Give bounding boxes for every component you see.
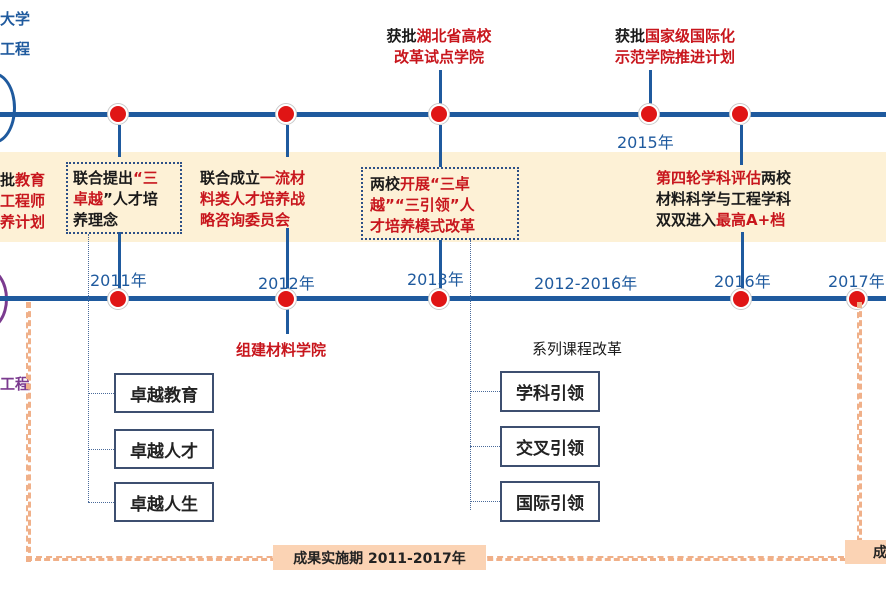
year-2016: 2016年 [714,272,771,291]
dot-lower-2012 [276,289,296,309]
dot-upper-2015 [639,104,659,124]
box-zhuoyue-talent: 卓越人才 [114,429,214,469]
dot-upper-2013 [429,104,449,124]
implementation-period-right: 成 [845,540,886,564]
e2013-l2: 越”“三引领”人 [370,196,475,214]
e2012-l1a: 联合成立 [200,169,261,187]
logo-top-line1: 大学 [0,10,31,28]
hubei-red2: 改革试点学院 [393,48,484,66]
e2016-l1b: 两校 [761,169,792,187]
box-international-lead: 国际引领 [500,481,600,522]
connector-national [649,70,652,110]
connector-lower-2012 [286,228,289,296]
e2012-l3: 略咨询委员会 [200,211,291,229]
connector-lower-2011 [118,232,121,296]
box-cross-lead: 交叉引领 [500,426,600,467]
event-2013-text: 两校开展“三卓 越”“三引领”人 才培养模式改革 [370,174,518,237]
year-2012: 2012年 [258,274,315,293]
year-2017: 2017年 [828,272,885,291]
dotline-zhuoyue-2 [88,449,114,450]
e2012-l1b: 一流材 [260,169,306,187]
box-discipline-lead: 学科引领 [500,371,600,412]
hubei-red1: 湖北省高校 [416,27,492,45]
left-edge-event: 批教育 工程师 养计划 [0,170,45,233]
dot-lower-2011 [108,289,128,309]
e2011-l1b: “三 [133,169,158,187]
label-college-founded: 组建材料学院 [236,341,327,359]
dot-lower-2016 [731,289,751,309]
connector-upper-2013 [439,125,442,167]
implementation-period-label: 成果实施期 2011-2017年 [273,545,486,570]
dotline-yinling-2 [470,446,500,447]
box-zhuoyue-life: 卓越人生 [114,482,214,522]
dotline-yinling-3 [470,501,500,502]
dot-upper-2016 [730,104,750,124]
e2013-l3: 才培养模式改革 [370,217,476,235]
left-edge-line1-red: 教育 [15,171,46,189]
event-2011-box [66,162,182,234]
e2016-l3b: 最高A+档 [716,211,786,229]
event-2016-text: 第四轮学科评估两校 材料科学与工程学科 双双进入最高A+档 [656,168,826,231]
e2011-l1a: 联合提出 [73,169,134,187]
dotline-zhuoyue-1 [88,393,114,394]
left-edge-line1-prefix: 批 [0,171,16,189]
national-prefix: 获批 [614,27,645,45]
dotline-zhuoyue-3 [88,502,114,503]
dotline-yinling-vertical [470,240,471,510]
implementation-frame-right [857,302,862,562]
connector-upper-2016 [740,125,743,165]
left-edge-line2: 工程师 [0,192,46,210]
national-red1: 国家级国际化 [645,27,736,45]
year-2015: 2015年 [617,133,674,152]
e2011-l2b: ”人才培 [103,190,158,208]
logo-top-text: 大学 工程 [0,4,30,64]
dot-upper-2012 [276,104,296,124]
event-national-demo: 获批国家级国际化 示范学院推进计划 [595,26,755,68]
e2013-l1b: 开展“三卓 [400,175,470,193]
e2011-l2a: 卓越 [73,190,104,208]
connector-college [286,308,289,334]
university-emblem-top-icon [0,72,16,144]
year-2012-2016: 2012-2016年 [534,274,638,293]
hubei-prefix: 获批 [386,27,417,45]
implementation-frame-left [26,302,31,562]
year-2011: 2011年 [90,271,147,290]
dot-upper-2011 [108,104,128,124]
national-red2: 示范学院推进计划 [614,48,735,66]
event-2011-text: 联合提出“三 卓越”人才培 养理念 [73,168,183,231]
dotline-yinling-1 [470,391,500,392]
event-2012-text: 联合成立一流材 料类人才培养战 略咨询委员会 [200,168,330,231]
label-course-reform: 系列课程改革 [532,340,623,358]
connector-upper-2012 [286,125,289,157]
connector-lower-2013 [439,240,442,296]
left-edge-line3: 养计划 [0,213,46,231]
event-hubei-pilot: 获批湖北省高校 改革试点学院 [369,26,509,68]
logo-bottom-text: 工程 [0,375,31,393]
year-2013: 2013年 [407,270,464,289]
connector-lower-2016 [741,232,744,296]
e2016-l3a: 双双进入 [656,211,717,229]
e2016-l1a: 第四轮学科评估 [656,169,762,187]
event-2013-box [361,167,519,240]
e2016-l2: 材料科学与工程学科 [656,190,792,208]
connector-upper-2011 [118,125,121,157]
e2013-l1a: 两校 [370,175,401,193]
e2011-l3: 养理念 [73,211,119,229]
box-zhuoyue-education: 卓越教育 [114,373,214,413]
e2012-l2: 料类人才培养战 [200,190,306,208]
dotline-zhuoyue-vertical [88,234,89,502]
connector-hubei [439,70,442,110]
dot-lower-2013 [429,289,449,309]
logo-top-line2: 工程 [0,40,31,58]
